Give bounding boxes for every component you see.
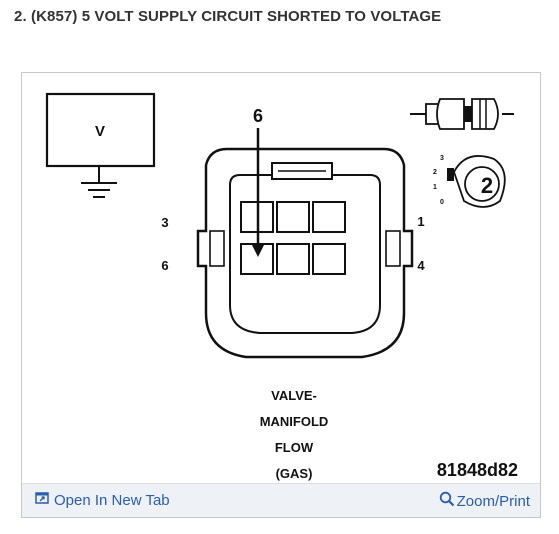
zoom-print-link[interactable]: Zoom/Print xyxy=(439,491,530,511)
component-name: VALVE- MANIFOLD FLOW (GAS) xyxy=(260,388,329,481)
pin-label-3: 3 xyxy=(161,215,168,230)
component-name-line-2: MANIFOLD xyxy=(260,414,329,429)
dial-number: 2 xyxy=(481,173,493,198)
voltmeter-symbol: V xyxy=(45,92,156,198)
figure-footer: Open In New Tab Zoom/Print xyxy=(22,483,540,517)
component-name-line-3: FLOW xyxy=(275,440,314,455)
diagram-figure: V 6 xyxy=(21,72,541,518)
pointer-pin-label: 6 xyxy=(253,106,263,126)
connector-body xyxy=(196,147,414,359)
dial-mark-2: 2 xyxy=(433,169,437,176)
component-name-line-1: VALVE- xyxy=(271,388,317,403)
pin-label-4: 4 xyxy=(417,258,425,273)
pin-pointer: 6 xyxy=(251,106,265,257)
zoom-icon xyxy=(439,491,455,511)
pin-label-1: 1 xyxy=(417,214,424,229)
open-in-new-tab-label: Open In New Tab xyxy=(54,491,170,509)
open-in-new-tab-link[interactable]: Open In New Tab xyxy=(35,491,170,509)
dial-mark-1: 1 xyxy=(433,184,437,191)
page-title: 2. (K857) 5 VOLT SUPPLY CIRCUIT SHORTED … xyxy=(14,8,442,25)
component-name-line-4: (GAS) xyxy=(276,466,313,481)
zoom-print-label: Zoom/Print xyxy=(456,492,530,510)
voltmeter-label: V xyxy=(95,123,105,140)
dial-mark-0: 0 xyxy=(440,199,444,206)
dial-mark-3: 3 xyxy=(440,155,444,162)
selector-dial-icon: 3 2 1 0 2 xyxy=(433,155,506,208)
connector-diagram: V 6 xyxy=(45,92,518,481)
pin-label-6: 6 xyxy=(161,258,168,273)
figure-id: 81848d82 xyxy=(437,460,518,480)
probe-icon xyxy=(410,98,514,130)
open-in-new-tab-icon xyxy=(35,491,49,509)
